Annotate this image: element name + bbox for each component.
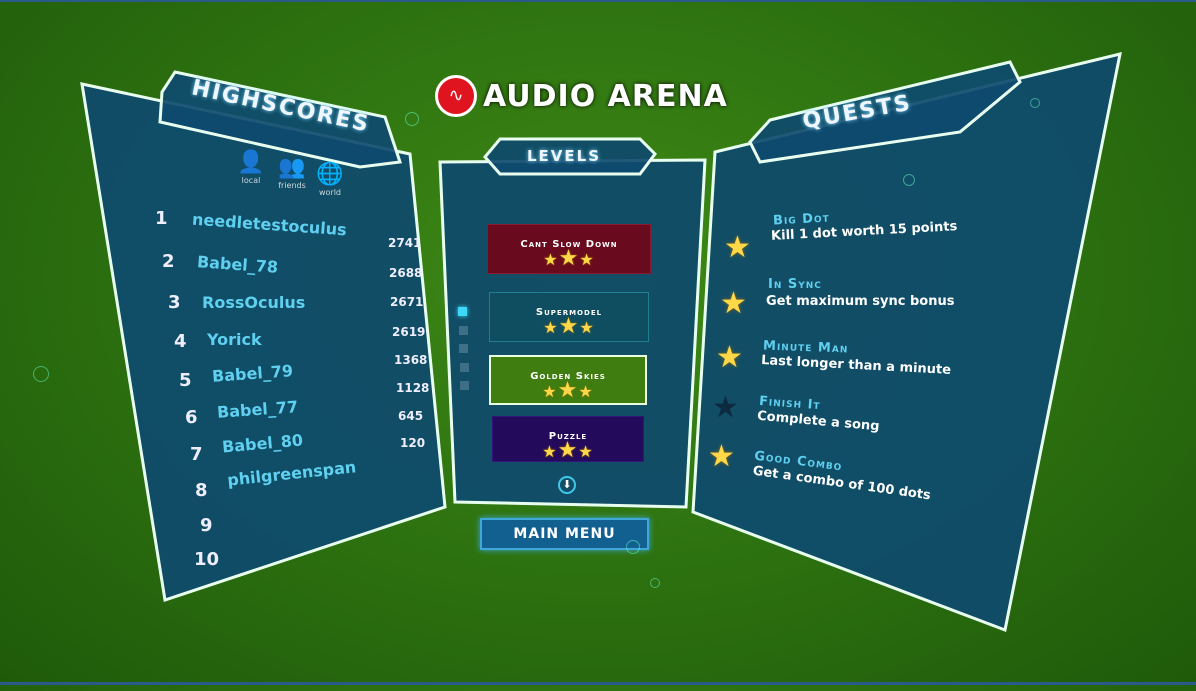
level-cant-slow-down[interactable]: Cant Slow Down★★★ xyxy=(487,224,651,274)
levels-title: LEVELS xyxy=(527,147,602,165)
quest-desc: Last longer than a minute xyxy=(760,353,952,378)
player-name: Babel_77 xyxy=(216,397,299,422)
arrow-down-icon: ⬇ xyxy=(562,478,572,491)
page-dot[interactable] xyxy=(460,363,469,372)
score: 120 xyxy=(400,436,426,450)
player-name: philgreenspan xyxy=(226,457,358,490)
page-dot[interactable] xyxy=(459,344,468,353)
player-name: Babel_78 xyxy=(196,252,279,277)
level-name: Puzzle xyxy=(548,431,588,442)
page-dot[interactable] xyxy=(459,326,468,335)
player-name: Babel_80 xyxy=(221,430,304,457)
star-icon: ★ xyxy=(712,390,739,425)
quests-panel xyxy=(691,51,1122,633)
group-icon: 👥 xyxy=(278,155,306,180)
person-icon: 👤 xyxy=(237,150,265,175)
quest-desc: Get maximum sync bonus xyxy=(766,294,955,309)
rank: 6 xyxy=(185,407,198,428)
star-rating: ★★★ xyxy=(542,438,594,463)
scroll-down-button[interactable]: ⬇ xyxy=(558,476,576,494)
bubble xyxy=(405,112,419,126)
player-name: Yorick xyxy=(207,330,262,349)
level-golden-skies[interactable]: Golden Skies★★★ xyxy=(489,355,647,405)
tab-label: local xyxy=(241,176,261,185)
tab-world[interactable]: 🌐world xyxy=(310,162,350,197)
tab-friends[interactable]: 👥friends xyxy=(272,155,312,190)
score: 2671 xyxy=(390,295,424,309)
rank: 2 xyxy=(162,251,175,272)
rank: 5 xyxy=(179,370,192,391)
star-rating: ★★★ xyxy=(543,314,595,339)
tab-label: world xyxy=(318,188,342,197)
highscores-title: HIGHSCORES xyxy=(189,75,373,138)
rank: 10 xyxy=(194,549,220,570)
rank: 9 xyxy=(200,515,213,536)
score: 2619 xyxy=(392,325,426,339)
main-menu-label: MAIN MENU xyxy=(513,526,616,542)
bubble xyxy=(1030,98,1040,108)
logo: ∿ AUDIO ARENA xyxy=(435,75,728,117)
level-name: Supermodel xyxy=(535,307,603,318)
globe-icon: 🌐 xyxy=(316,162,344,187)
player-name: RossOculus xyxy=(202,293,306,312)
level-supermodel[interactable]: Supermodel★★★ xyxy=(489,292,649,342)
bubble xyxy=(903,174,915,186)
logo-text: AUDIO ARENA xyxy=(483,78,728,114)
quests-title: QUESTS xyxy=(800,90,914,135)
star-icon: ★ xyxy=(724,230,751,265)
score: 1368 xyxy=(394,353,428,367)
player-name: needletestoculus xyxy=(191,209,348,240)
score: 2688 xyxy=(389,266,423,280)
level-name: Cant Slow Down xyxy=(520,239,618,250)
tab-label: friends xyxy=(278,181,306,190)
star-icon: ★ xyxy=(720,286,747,321)
score: 645 xyxy=(398,409,424,423)
bubble xyxy=(626,540,640,554)
bubble xyxy=(650,578,660,588)
rank: 7 xyxy=(190,444,203,465)
page-dot[interactable] xyxy=(458,307,467,316)
star-rating: ★★★ xyxy=(542,378,594,403)
score: 2741 xyxy=(388,236,422,250)
rank: 8 xyxy=(195,480,208,501)
star-icon: ★ xyxy=(708,439,735,474)
bubble xyxy=(33,366,49,382)
audio-wave-icon: ∿ xyxy=(435,75,477,117)
main-menu-button[interactable]: MAIN MENU xyxy=(480,518,649,550)
star-rating: ★★★ xyxy=(543,246,595,271)
level-name: Golden Skies xyxy=(530,371,606,382)
score: 1128 xyxy=(396,381,430,395)
page-dot[interactable] xyxy=(460,381,469,390)
star-icon: ★ xyxy=(716,340,743,375)
level-puzzle[interactable]: Puzzle★★★ xyxy=(492,416,644,462)
rank: 3 xyxy=(168,292,181,313)
tab-local[interactable]: 👤local xyxy=(231,150,271,185)
quest-title: In Sync xyxy=(768,277,822,292)
player-name: Babel_79 xyxy=(211,361,294,386)
rank: 1 xyxy=(155,208,168,229)
rank: 4 xyxy=(174,331,187,352)
